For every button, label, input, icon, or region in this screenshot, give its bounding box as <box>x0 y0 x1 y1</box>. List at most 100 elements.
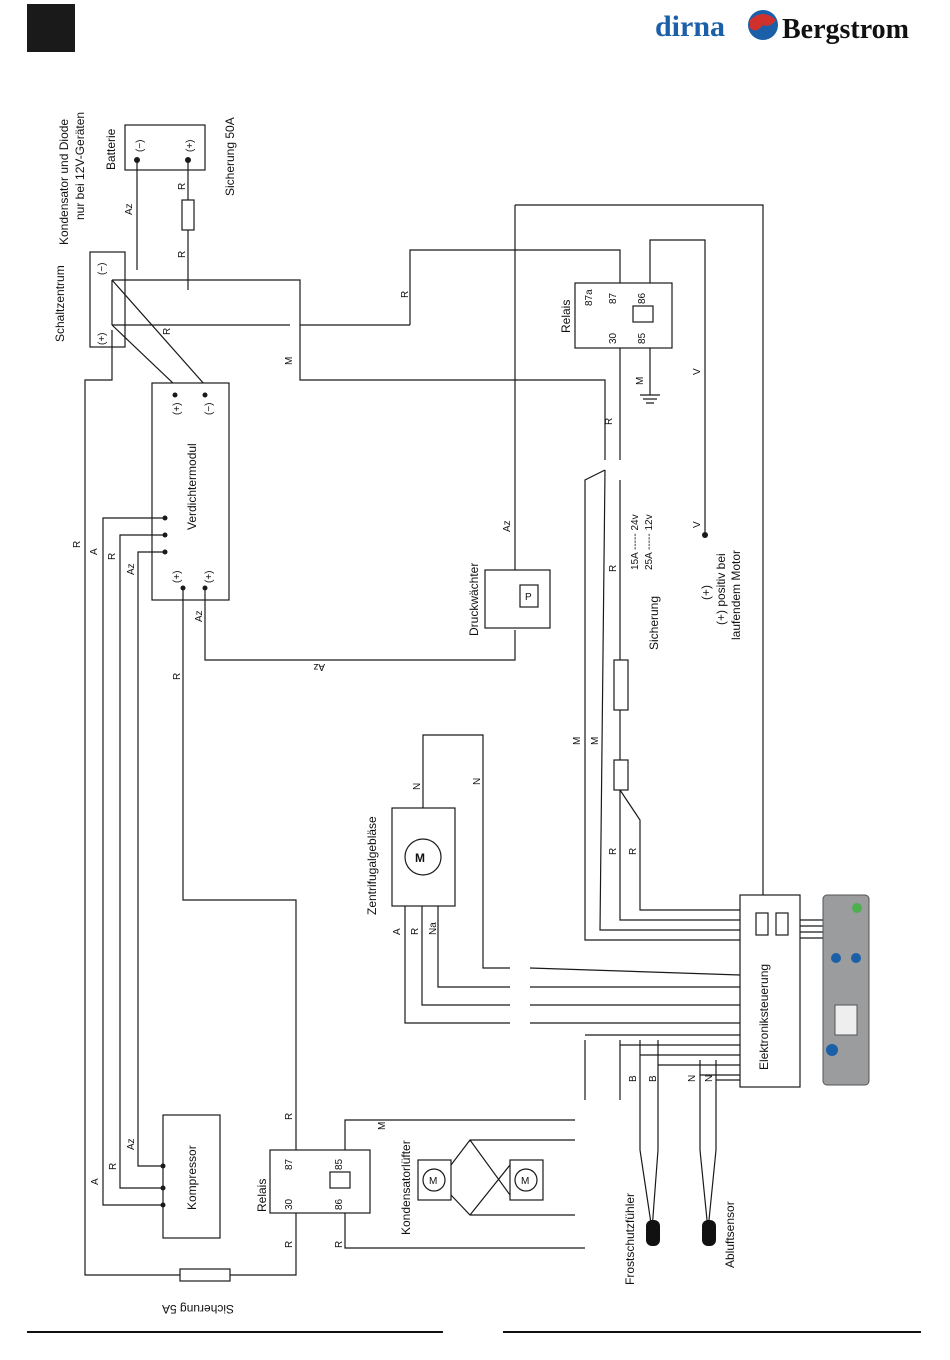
widerstand <box>613 759 629 791</box>
globe-logo-icon <box>748 10 778 40</box>
svg-text:R: R <box>108 1163 119 1170</box>
label-fuse-25: 25A ----- 12v <box>644 514 655 570</box>
svg-text:85: 85 <box>637 332 648 344</box>
svg-text:M: M <box>590 737 601 745</box>
svg-text:Az: Az <box>194 610 205 622</box>
control-panel <box>822 894 870 1086</box>
label-frostschutz: Frostschutzfühler <box>623 1193 637 1285</box>
svg-text:M: M <box>415 851 425 865</box>
label-positiv-2: (+) positiv bei <box>714 553 728 625</box>
sicherung-fuse <box>613 659 629 711</box>
brand-bergstrom: Bergstrom <box>782 14 909 45</box>
label-schaltzentrum: Schaltzentrum <box>53 265 67 342</box>
label-positiv-3: laufendem Motor <box>729 550 743 640</box>
label-relais-bottom: Relais <box>255 1179 269 1212</box>
svg-text:R: R <box>177 183 188 190</box>
svg-text:R: R <box>172 673 183 680</box>
label-druckwaechter: Druckwächter <box>467 563 481 636</box>
svg-text:V: V <box>692 521 703 528</box>
svg-text:R: R <box>107 553 118 560</box>
svg-text:30: 30 <box>608 332 619 344</box>
svg-text:N: N <box>687 1075 698 1082</box>
sicherung-50a-fuse <box>181 199 195 231</box>
svg-text:(+): (+) <box>185 140 196 153</box>
svg-text:(+): (+) <box>97 333 108 346</box>
svg-text:86: 86 <box>637 292 648 304</box>
label-kondensatorluefter: Kondensatorlüfter <box>399 1140 413 1235</box>
svg-text:A: A <box>89 548 100 555</box>
svg-text:Az: Az <box>502 520 513 532</box>
label-relais-top: Relais <box>559 300 573 333</box>
label-zentrifugal: Zentrifugalgebläse <box>365 816 379 915</box>
svg-text:A: A <box>392 928 403 935</box>
svg-text:(−): (−) <box>97 263 108 276</box>
svg-text:R: R <box>628 848 639 855</box>
svg-text:M: M <box>429 1176 437 1187</box>
relais-top-box <box>574 282 673 349</box>
svg-text:Na: Na <box>428 922 439 935</box>
brand-dirna: dirna <box>655 10 725 43</box>
label-kondensator: Kondensator und Diode <box>57 119 71 245</box>
svg-text:Az: Az <box>124 203 135 215</box>
label-abluftsensor: Abluftsensor <box>723 1201 737 1268</box>
svg-text:R: R <box>604 418 615 425</box>
svg-text:Az: Az <box>126 1138 137 1150</box>
svg-text:(+): (+) <box>172 403 183 416</box>
svg-text:M: M <box>635 377 646 385</box>
svg-text:Az: Az <box>313 661 325 672</box>
frostschutz-sensor <box>646 1220 660 1246</box>
svg-text:85: 85 <box>334 1158 345 1170</box>
label-kompressor: Kompressor <box>185 1145 199 1210</box>
label-verdichtermodul: Verdichtermodul <box>185 443 199 530</box>
kompressor-box <box>162 1114 221 1239</box>
label-elektroniksteuerung: Elektroniksteuerung <box>757 964 771 1070</box>
svg-text:B: B <box>628 1075 639 1082</box>
page-corner-block <box>27 4 75 52</box>
label-kondensator-2: nur bei 12V-Geräten <box>73 112 87 220</box>
svg-text:87: 87 <box>608 292 619 304</box>
svg-text:N: N <box>412 783 423 790</box>
svg-text:N: N <box>704 1075 715 1082</box>
abluft-sensor <box>702 1220 716 1246</box>
svg-text:R: R <box>177 251 188 258</box>
svg-text:M: M <box>377 1122 388 1130</box>
svg-text:R: R <box>284 1241 295 1248</box>
svg-text:(+): (+) <box>172 571 183 584</box>
label-sicherung-5a: Sicherung 5A <box>162 1302 234 1316</box>
svg-text:R: R <box>334 1241 345 1248</box>
svg-text:P: P <box>525 592 532 603</box>
svg-text:(+): (+) <box>204 571 215 584</box>
label-batterie: Batterie <box>104 128 118 170</box>
svg-text:N: N <box>472 778 483 785</box>
svg-text:B: B <box>648 1075 659 1082</box>
svg-text:M: M <box>284 357 295 365</box>
svg-text:R: R <box>284 1113 295 1120</box>
sicherung-5a-fuse <box>179 1268 231 1282</box>
svg-text:R: R <box>608 565 619 572</box>
svg-text:R: R <box>400 291 411 298</box>
svg-text:87a: 87a <box>584 289 595 306</box>
label-sicherung: Sicherung <box>647 596 661 650</box>
svg-text:R: R <box>410 928 421 935</box>
svg-text:R: R <box>608 848 619 855</box>
svg-text:M: M <box>521 1176 529 1187</box>
label-positiv-1: (+) <box>699 585 713 600</box>
elektroniksteuerung-box <box>739 894 801 1088</box>
svg-text:A: A <box>90 1178 101 1185</box>
label-sicherung-50a: Sicherung 50A <box>223 117 237 196</box>
svg-text:V: V <box>692 368 703 375</box>
svg-text:(−): (−) <box>204 403 215 416</box>
svg-text:(−): (−) <box>135 140 146 153</box>
svg-text:86: 86 <box>334 1198 345 1210</box>
relais-bottom-box <box>269 1149 371 1214</box>
svg-text:R: R <box>162 328 173 335</box>
svg-text:R: R <box>72 541 83 548</box>
label-fuse-15: 15A ----- 24v <box>630 514 641 570</box>
svg-text:30: 30 <box>284 1198 295 1210</box>
svg-text:87: 87 <box>284 1158 295 1170</box>
svg-text:Az: Az <box>126 563 137 575</box>
svg-text:M: M <box>572 737 583 745</box>
druckwaechter-box <box>484 569 551 629</box>
verdichtermodul-box <box>151 382 230 601</box>
